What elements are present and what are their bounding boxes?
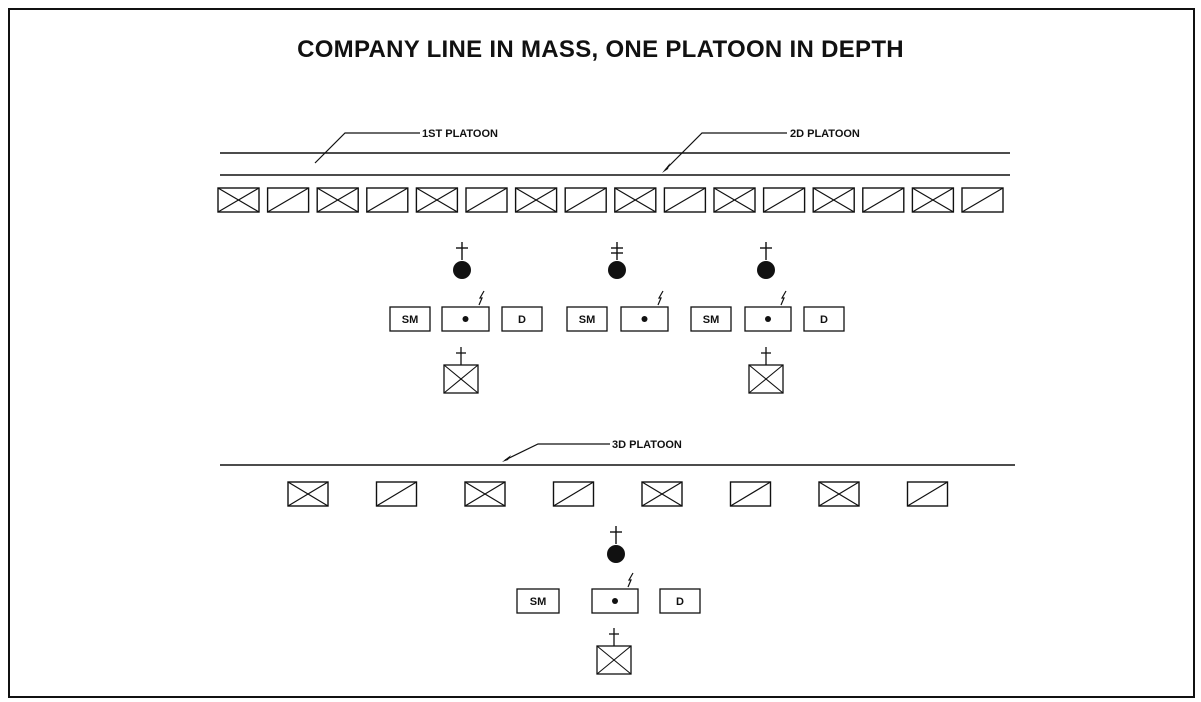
squad-box	[614, 187, 657, 213]
squad-box	[641, 481, 683, 507]
squad-box	[911, 187, 955, 213]
squad-box	[266, 187, 310, 213]
sergeant-major-box-text: SM	[530, 596, 547, 608]
sergeant-major-box-text: SM	[703, 314, 720, 326]
radio-operator-symbol	[744, 290, 792, 332]
squad-box	[464, 481, 506, 507]
squad-box	[552, 481, 595, 507]
platoon3-label: 3D PLATOON	[612, 439, 682, 451]
squad-box	[287, 481, 329, 507]
squad-box	[465, 187, 508, 213]
squad-box	[812, 187, 855, 213]
squad-box	[564, 187, 607, 213]
radio-operator-symbol	[591, 572, 639, 614]
drummer-box: D	[659, 588, 701, 614]
drummer-box: D	[501, 306, 543, 332]
squad-box	[961, 187, 1004, 213]
front-rank-squads	[217, 187, 1004, 213]
sergeant-major-box-text: SM	[402, 314, 419, 326]
squad-box	[729, 481, 772, 507]
platoon1-label: 1ST PLATOON	[422, 128, 498, 140]
squad-box	[366, 187, 409, 213]
diagram-title: COMPANY LINE IN MASS, ONE PLATOON IN DEP…	[297, 36, 904, 63]
sergeant-major-box: SM	[389, 306, 431, 332]
platoon2-label: 2D PLATOON	[790, 128, 860, 140]
squad-box	[862, 187, 905, 213]
sergeant-major-box-text: SM	[579, 314, 596, 326]
squad-box	[906, 481, 949, 507]
squad-box	[217, 187, 260, 213]
radio-operator-symbol	[620, 290, 669, 332]
squad-box	[762, 187, 806, 213]
drummer-box-text: D	[518, 314, 526, 326]
sergeant-major-box: SM	[566, 306, 608, 332]
leaders: SM D SM SM D SM D	[389, 242, 845, 675]
platoon3-leader	[504, 443, 610, 461]
platoon3-arrowhead	[502, 455, 511, 462]
squad-box	[818, 481, 860, 507]
sergeant-major-box: SM	[690, 306, 732, 332]
guide-symbol	[596, 628, 632, 675]
platoon1-leader	[314, 132, 420, 164]
diagram-frame	[8, 8, 1195, 698]
squad-box	[514, 187, 558, 213]
guide-symbol	[748, 347, 784, 394]
commander-symbol	[608, 242, 626, 279]
squad-box	[663, 187, 707, 213]
commander-symbol	[453, 242, 471, 279]
commander-symbol	[607, 526, 625, 563]
drummer-box: D	[803, 306, 845, 332]
radio-operator-symbol	[441, 290, 490, 332]
drummer-box-text: D	[676, 596, 684, 608]
guide-symbol	[443, 347, 479, 394]
commander-symbol	[757, 242, 775, 279]
sergeant-major-box: SM	[516, 588, 560, 614]
squad-box	[316, 187, 359, 213]
squad-box	[375, 481, 418, 507]
platoon2-arrowhead	[662, 163, 670, 173]
drummer-box-text: D	[820, 314, 828, 326]
squad-box	[713, 187, 756, 213]
platoon2-leader	[664, 132, 787, 171]
third-platoon-squads	[287, 481, 949, 507]
squad-box	[415, 187, 459, 213]
